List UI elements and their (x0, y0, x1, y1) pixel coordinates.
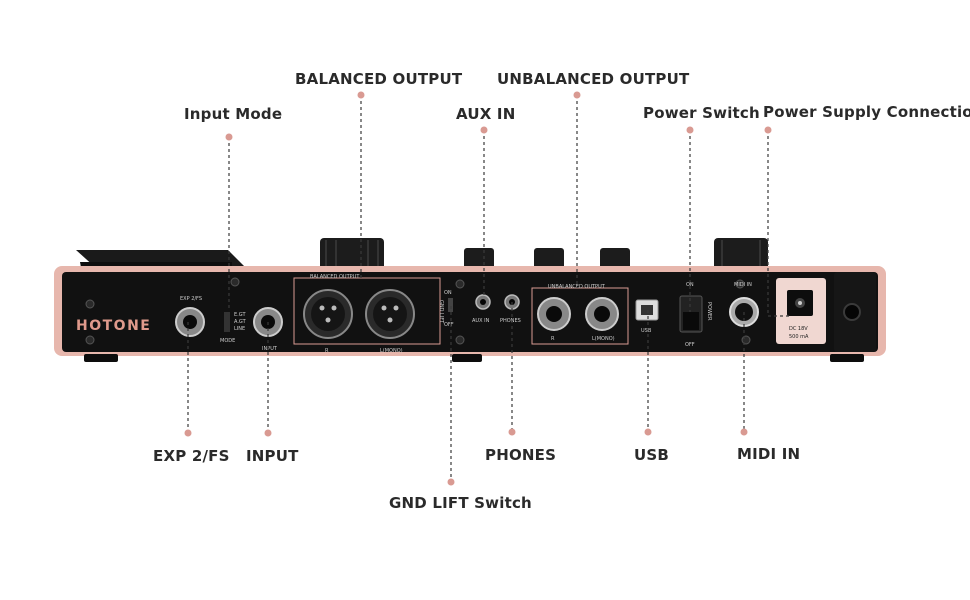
gnd-lift-label: GND LIFT (438, 300, 444, 324)
callout-phones: PHONES (485, 446, 557, 464)
input-jack-label: INPUT (262, 346, 278, 352)
mode-label: MODE (220, 338, 235, 344)
jack-housing-unbal-r (534, 248, 564, 270)
midi-in-label: MIDI IN (734, 282, 752, 288)
dc-rating-line2: 500 mA (789, 334, 809, 340)
midi-housing (714, 238, 768, 270)
exp-jack-label: EXP 2/FS (180, 296, 202, 302)
callout-balanced-output: BALANCED OUTPUT (295, 70, 463, 88)
mode-option-egt: E.GT (234, 312, 246, 318)
callout-gnd-lift: GND LIFT Switch (389, 494, 532, 512)
power-label: POWER (706, 302, 712, 321)
unbalanced-r-label: R (551, 336, 555, 342)
jack-housing-unbal-l (600, 248, 630, 270)
phones-label: PHONES (500, 318, 521, 324)
gnd-on-label: ON (444, 290, 452, 296)
callout-power-supply: Power Supply Connection (763, 103, 970, 121)
jack-housing-aux (464, 248, 494, 270)
callout-input-mode: Input Mode (184, 105, 283, 123)
unbalanced-l-label: L(MONO) (592, 336, 615, 342)
balanced-output-label: BALANCED OUTPUT (310, 274, 360, 280)
power-on-label: ON (686, 282, 694, 288)
power-off-label: OFF (685, 342, 695, 348)
xlr-r-label: R (325, 348, 329, 354)
callout-usb: USB (634, 446, 670, 464)
input-mode-switch[interactable] (224, 312, 230, 332)
side-cap-hole (843, 303, 861, 321)
callout-input: INPUT (246, 447, 299, 465)
callout-midi-in: MIDI IN (737, 445, 801, 463)
callout-unbalanced-output: UNBALANCED OUTPUT (497, 70, 690, 88)
gnd-off-label: OFF (444, 322, 454, 328)
callout-aux-in: AUX IN (456, 105, 516, 123)
usb-label: USB (641, 328, 652, 334)
callout-exp-fs: EXP 2/FS (153, 447, 230, 465)
leader-power-supply (767, 130, 790, 317)
brand-logo: HOTONE (76, 318, 151, 334)
mode-option-agt: A.GT (234, 319, 247, 325)
xlr-l-label: L(MONO) (380, 348, 403, 354)
dc-rating-line1: DC 18V (789, 326, 808, 332)
gnd-lift-switch[interactable] (448, 298, 453, 312)
mode-option-line: LINE (234, 326, 245, 332)
callout-power-switch: Power Switch (643, 104, 760, 122)
aux-in-label: AUX IN (472, 318, 490, 324)
xlr-housing-r (320, 238, 384, 270)
